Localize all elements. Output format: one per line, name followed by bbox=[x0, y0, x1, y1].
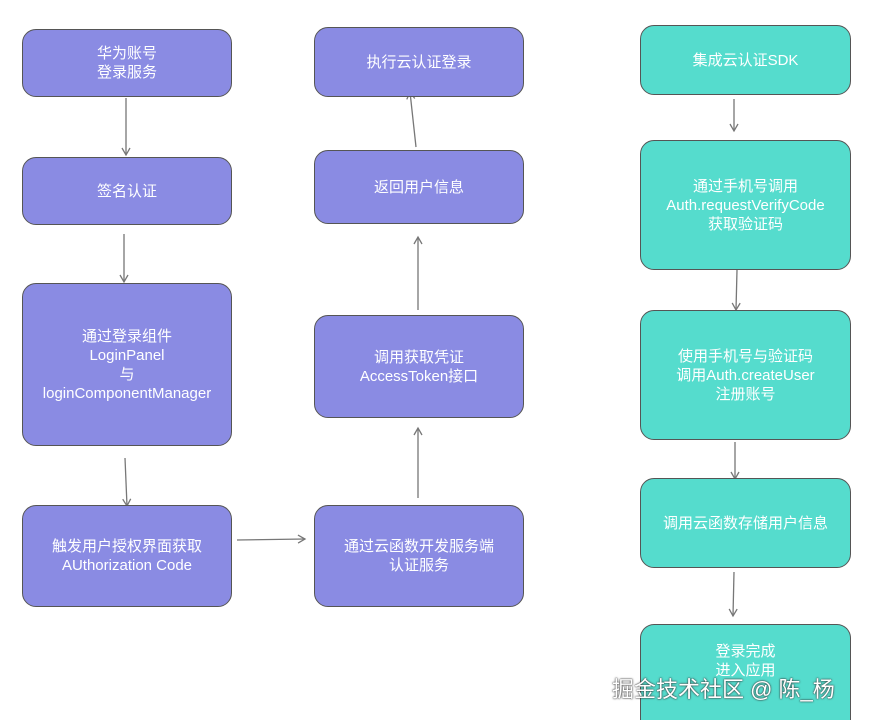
node-text-line: 华为账号 bbox=[96, 45, 157, 62]
node-text-line: 通过云函数开发服务端 bbox=[343, 538, 494, 555]
node-text-line: Auth.requestVerifyCode bbox=[666, 196, 825, 214]
done-node: 登录完成进入应用 bbox=[640, 624, 851, 720]
node-text-line: 返回用户信息 bbox=[373, 178, 464, 196]
node-text-line: 获取验证码 bbox=[707, 215, 783, 233]
signature-node: 签名认证 bbox=[22, 157, 232, 225]
sdk-node: 集成云认证SDK bbox=[640, 25, 851, 95]
node-text-line: 调用云函数存储用户信息 bbox=[662, 514, 828, 532]
node-text-line: 通过手机号调用 bbox=[692, 177, 798, 195]
cloud-function-auth-node: 通过云函数开发服务端认证服务 bbox=[314, 505, 524, 607]
return-user-node: 返回用户信息 bbox=[314, 150, 524, 224]
node-text-line: 执行云认证登录 bbox=[366, 53, 472, 71]
node-text-line: 集成云认证SDK bbox=[692, 51, 799, 69]
node-text-line: 使用手机号与验证码 bbox=[677, 347, 813, 365]
node-text-line: loginComponentManager bbox=[42, 384, 212, 402]
node-text-line: LoginPanel bbox=[89, 346, 165, 364]
node-text-line: 通过登录组件 bbox=[81, 327, 172, 345]
node-text-line: 进入应用 bbox=[715, 662, 776, 679]
node-text-line: 与 bbox=[119, 365, 135, 383]
store-user-node: 调用云函数存储用户信息 bbox=[640, 478, 851, 568]
arrow-authcode-to-cloudfunction bbox=[236, 534, 307, 544]
node-text-line: AUthorization Code bbox=[61, 557, 193, 574]
node-text-line: 触发用户授权界面获取 bbox=[51, 538, 202, 555]
cloud-login-node: 执行云认证登录 bbox=[314, 27, 524, 97]
node-text-line: AccessToken接口 bbox=[359, 367, 479, 385]
auth-code-node: 触发用户授权界面获取 AUthorization Code bbox=[22, 505, 232, 607]
watermark: 掘金技术社区 @ 陈_杨 bbox=[612, 677, 835, 702]
node-text-line: 调用获取凭证 bbox=[373, 348, 464, 366]
node-text-line: 注册账号 bbox=[715, 385, 776, 403]
node-text-line: 认证服务 bbox=[388, 557, 449, 574]
arrow-user-to-cloudlogin bbox=[406, 90, 417, 148]
node-text-line: 调用Auth.createUser bbox=[676, 366, 815, 384]
huawei-account-node: 华为账号登录服务 bbox=[22, 29, 232, 97]
node-text-line: 签名认证 bbox=[96, 182, 157, 200]
arrow-component-to-authcode bbox=[122, 457, 132, 508]
node-text-line: 登录完成 bbox=[715, 643, 776, 660]
arrow-verify-to-create bbox=[731, 269, 741, 312]
node-text-line: 登录服务 bbox=[96, 64, 157, 81]
arrow-store-to-done bbox=[728, 571, 738, 618]
